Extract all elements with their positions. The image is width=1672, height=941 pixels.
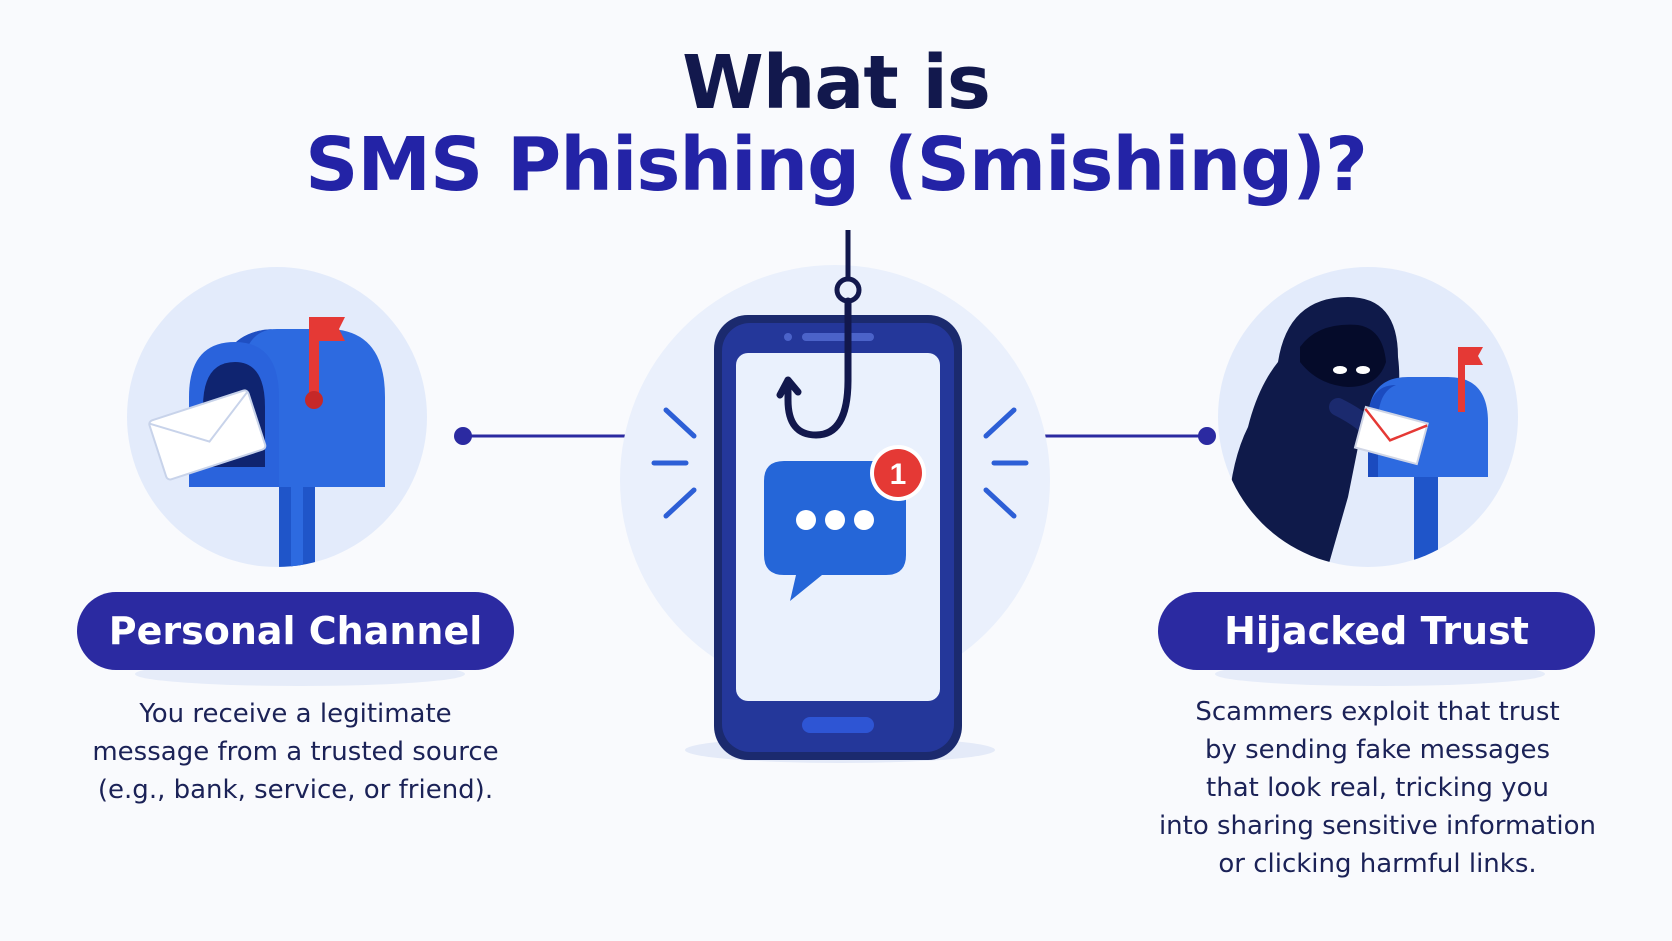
desc-line: into sharing sensitive information bbox=[1158, 811, 1597, 841]
envelope-icon-small bbox=[1353, 405, 1429, 466]
hijacked-trust-illustration bbox=[1218, 267, 1518, 567]
hijacked-trust-label: Hijacked Trust bbox=[1158, 592, 1595, 670]
desc-line: or clicking harmful links. bbox=[1218, 849, 1537, 879]
desc-line: (e.g., bank, service, or friend). bbox=[97, 775, 494, 805]
signal-waves-left bbox=[651, 407, 697, 519]
title-line-2: SMS Phishing (Smishing)? bbox=[305, 122, 1368, 208]
chat-bubble-icon bbox=[764, 461, 906, 601]
notification-badge-icon: 1 bbox=[870, 445, 926, 501]
desc-line: Scammers exploit that trust bbox=[1195, 697, 1560, 727]
desc-line: You receive a legitimate bbox=[139, 699, 452, 729]
personal-channel-label: Personal Channel bbox=[77, 592, 514, 670]
desc-line: by sending fake messages bbox=[1204, 735, 1551, 765]
hijacked-trust-description: Scammers exploit that trust by sending f… bbox=[1140, 693, 1615, 883]
desc-line: that look real, tricking you bbox=[1206, 773, 1549, 803]
title-line-1: What is bbox=[682, 40, 991, 126]
desc-line: message from a trusted source bbox=[92, 737, 499, 767]
fishing-hook-icon bbox=[776, 230, 862, 439]
signal-waves-right bbox=[983, 407, 1029, 519]
notification-count: 1 bbox=[890, 458, 907, 491]
personal-channel-description: You receive a legitimate message from a … bbox=[77, 695, 514, 809]
envelope-icon bbox=[148, 389, 267, 481]
personal-channel-illustration bbox=[127, 267, 427, 567]
